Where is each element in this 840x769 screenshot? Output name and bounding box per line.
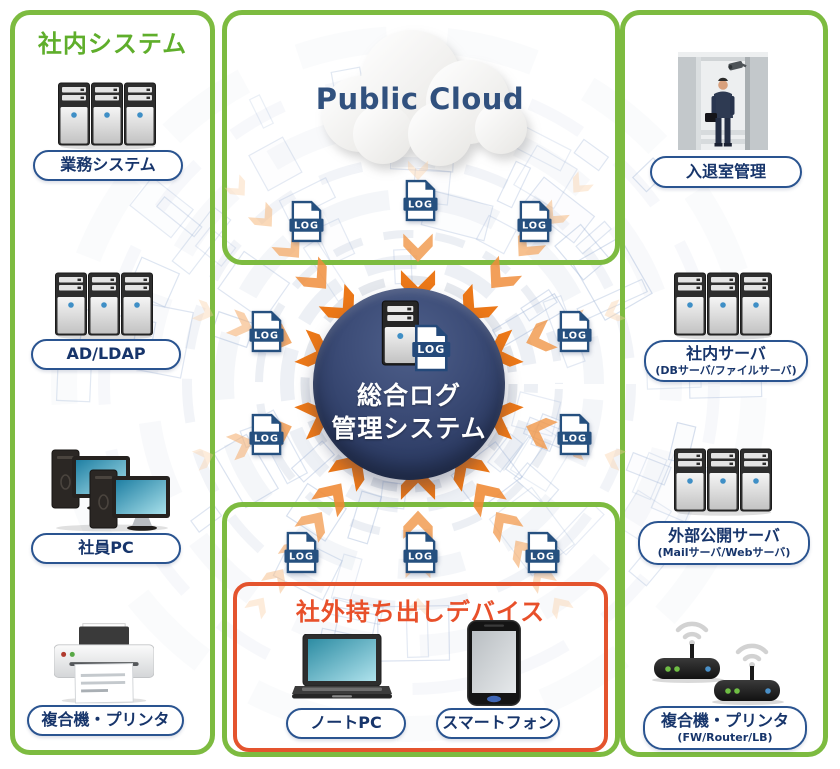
label-text: 外部公開サーバ	[668, 526, 780, 546]
label-printer: 複合機・プリンタ	[27, 705, 184, 736]
log-file-icon: LOG	[402, 179, 439, 222]
laptop-icon	[292, 634, 392, 702]
cloud-icon	[322, 30, 527, 166]
server-log-icon: LOG	[370, 300, 458, 374]
label-adldap: AD/LDAP	[31, 339, 181, 370]
label-text: 業務システム	[60, 155, 156, 175]
printer-icon	[54, 622, 154, 708]
hub-title-line1: 総合ログ	[356, 381, 461, 410]
log-file-icon: LOG	[556, 413, 593, 456]
label-shanai-server: 社内サーバ(DBサーバ/ファイルサーバ)	[644, 340, 808, 382]
hub-title-line2: 管理システム	[331, 414, 487, 443]
label-nyutai: 入退室管理	[650, 156, 802, 188]
label-pc: 社員PC	[31, 533, 181, 564]
server-trio-icon	[55, 272, 155, 340]
label-network: 複合機・プリンタ(FW/Router/LB)	[643, 706, 807, 750]
svg-text:LOG: LOG	[253, 330, 278, 341]
central-hub: LOG 総合ログ 管理システム	[313, 288, 505, 480]
internal-systems-title: 社内システム	[37, 30, 188, 58]
svg-text:LOG: LOG	[288, 551, 313, 562]
sublabel-text: (FW/Router/LB)	[677, 730, 773, 744]
label-gaibu-server: 外部公開サーバ(Mailサーバ/Webサーバ)	[638, 521, 810, 565]
label-smartphone: スマートフォン	[436, 708, 560, 739]
log-file-icon: LOG	[248, 413, 285, 456]
label-gyomu: 業務システム	[33, 150, 183, 181]
entrance-icon	[678, 52, 768, 150]
sublabel-text: (DBサーバ/ファイルサーバ)	[655, 363, 797, 377]
svg-text:LOG: LOG	[407, 551, 432, 562]
server-trio-icon	[58, 82, 158, 150]
label-text: 入退室管理	[685, 161, 766, 181]
router-icon	[648, 612, 788, 708]
log-file-icon: LOG	[516, 200, 553, 243]
server-trio-icon	[674, 272, 774, 340]
log-file-icon: LOG	[402, 531, 439, 574]
label-text: 複合機・プリンタ	[660, 711, 789, 731]
svg-text:LOG: LOG	[529, 551, 554, 562]
cloud-label: Public Cloud	[315, 82, 525, 116]
label-text: 社員PC	[78, 538, 134, 558]
svg-text:LOG: LOG	[521, 220, 546, 231]
label-text: 複合機・プリンタ	[41, 710, 170, 730]
right-systems-box	[620, 10, 828, 757]
label-text: AD/LDAP	[66, 344, 146, 364]
log-file-icon: LOG	[556, 310, 593, 353]
svg-text:LOG: LOG	[561, 330, 586, 341]
log-file-icon: LOG	[248, 310, 285, 353]
svg-text:LOG: LOG	[417, 343, 445, 356]
external-devices-box	[233, 582, 608, 752]
svg-text:LOG: LOG	[407, 199, 432, 210]
label-notepc: ノートPC	[286, 708, 406, 739]
bottom-devices-box	[222, 502, 620, 757]
smartphone-icon	[467, 620, 521, 706]
public-cloud-box	[222, 10, 620, 265]
log-file-icon: LOG	[288, 200, 325, 243]
log-file-icon: LOG	[524, 531, 561, 574]
sublabel-text: (Mailサーバ/Webサーバ)	[657, 545, 791, 559]
chevron-arrow-icon	[526, 319, 558, 352]
log-file-icon: LOG	[283, 531, 320, 574]
label-text: ノートPC	[310, 713, 382, 733]
chevron-arrow-icon	[526, 417, 558, 450]
desktop-pc-icon	[50, 446, 172, 532]
external-devices-title: 社外持ち出しデバイス	[295, 598, 546, 626]
svg-text:LOG: LOG	[293, 220, 318, 231]
label-text: 社内サーバ	[686, 344, 766, 364]
svg-text:LOG: LOG	[253, 433, 278, 444]
internal-systems-box	[10, 10, 215, 755]
svg-text:LOG: LOG	[561, 433, 586, 444]
label-text: スマートフォン	[442, 713, 554, 733]
server-trio-icon	[674, 448, 774, 516]
